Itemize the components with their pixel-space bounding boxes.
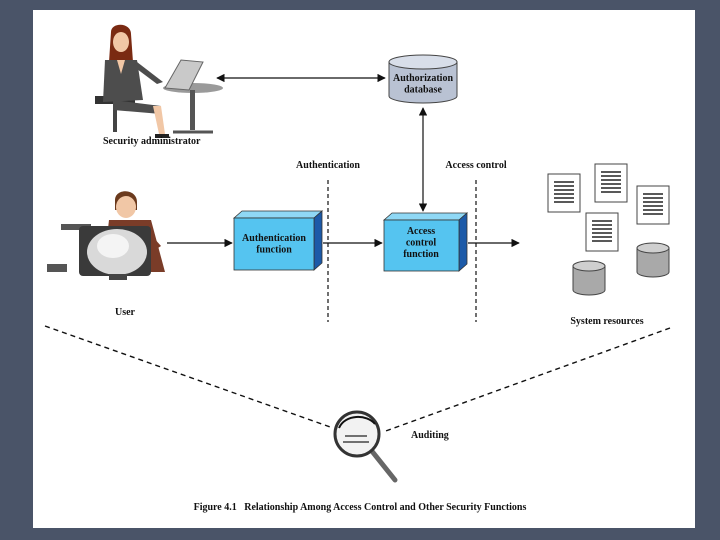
document-icon <box>636 185 670 225</box>
user-label: User <box>115 307 136 318</box>
security-administrator-label: Security administrator <box>103 136 201 147</box>
magnifying-glass-icon <box>333 410 398 483</box>
authentication-label: Authentication <box>296 160 360 171</box>
user-auditing-line <box>44 325 334 429</box>
access-control-label: Access control <box>445 160 506 171</box>
user-at-computer-figure <box>47 191 165 280</box>
disk-icon <box>636 242 670 278</box>
slide: Security administrator User Authorizatio… <box>33 10 695 528</box>
security-administrator-figure <box>95 24 223 138</box>
document-icon <box>594 163 628 203</box>
figure-caption: Figure 4.1 Relationship Among Access Con… <box>194 502 527 513</box>
diagram-canvas: Security administrator User Authorizatio… <box>44 24 671 513</box>
document-icon <box>585 212 619 252</box>
auditing-label: Auditing <box>411 430 449 441</box>
resources-auditing-line <box>382 327 671 433</box>
document-icon <box>547 173 581 213</box>
disk-icon <box>572 260 606 296</box>
system-resources-label: System resources <box>570 316 643 327</box>
